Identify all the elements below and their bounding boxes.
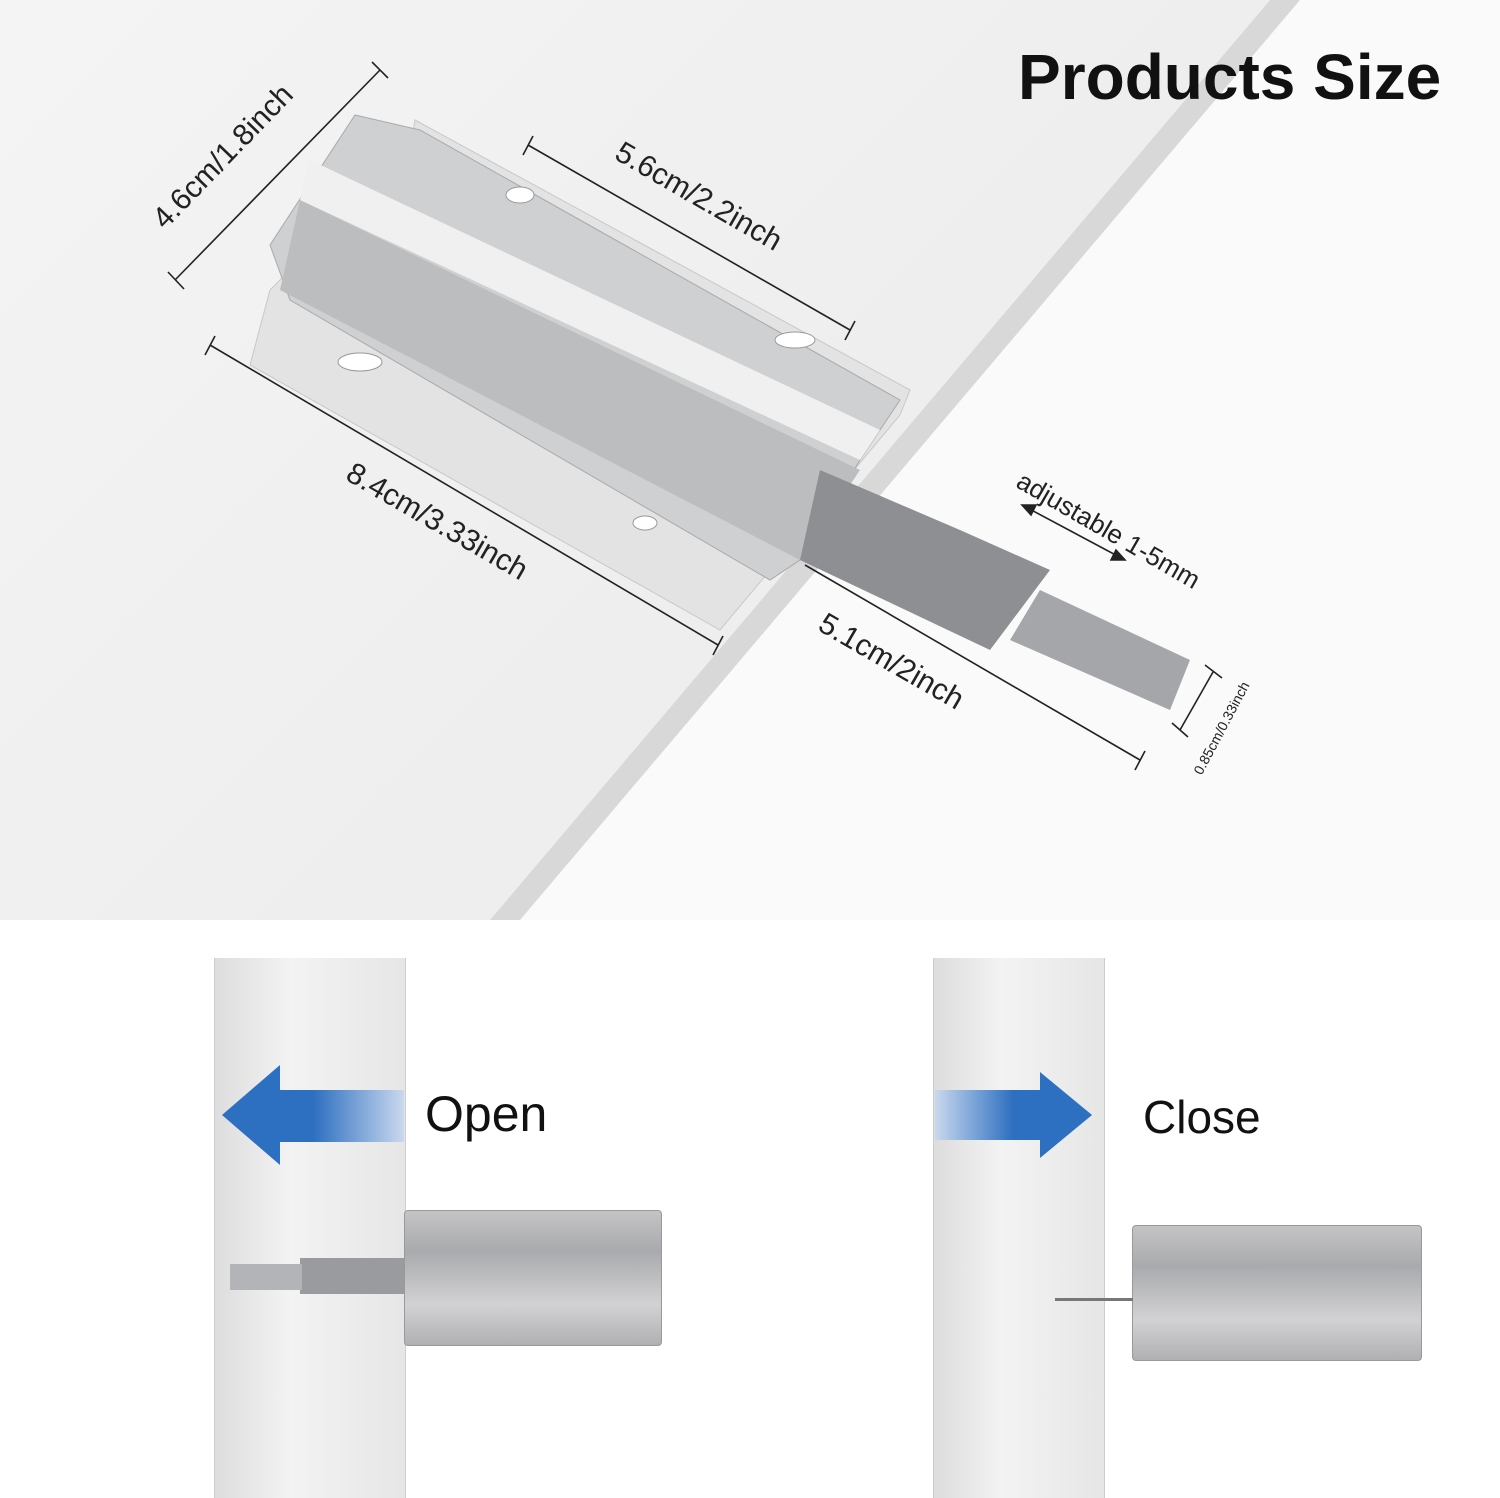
close-label: Close bbox=[1143, 1091, 1261, 1143]
page-title: Products Size bbox=[1018, 41, 1442, 113]
open-label: Open bbox=[425, 1086, 548, 1142]
dimension-lines bbox=[167, 61, 1223, 771]
cabinet-door-closed bbox=[933, 958, 1105, 1498]
plunger-extended bbox=[300, 1258, 404, 1294]
latch-open bbox=[404, 1210, 662, 1346]
latch-closed bbox=[1132, 1225, 1422, 1361]
open-arrow-icon bbox=[222, 1065, 404, 1165]
cabinet-door-open bbox=[214, 958, 406, 1498]
screw-icon bbox=[1055, 1298, 1133, 1301]
product-dimensions-panel: Products Size 4.6cm/1.8inch 5.6cm/2.2inc… bbox=[0, 0, 1500, 920]
product-diagram bbox=[167, 0, 1500, 920]
plunger bbox=[800, 470, 1050, 650]
close-arrow-icon bbox=[935, 1072, 1092, 1158]
board-edge bbox=[490, 0, 1500, 920]
